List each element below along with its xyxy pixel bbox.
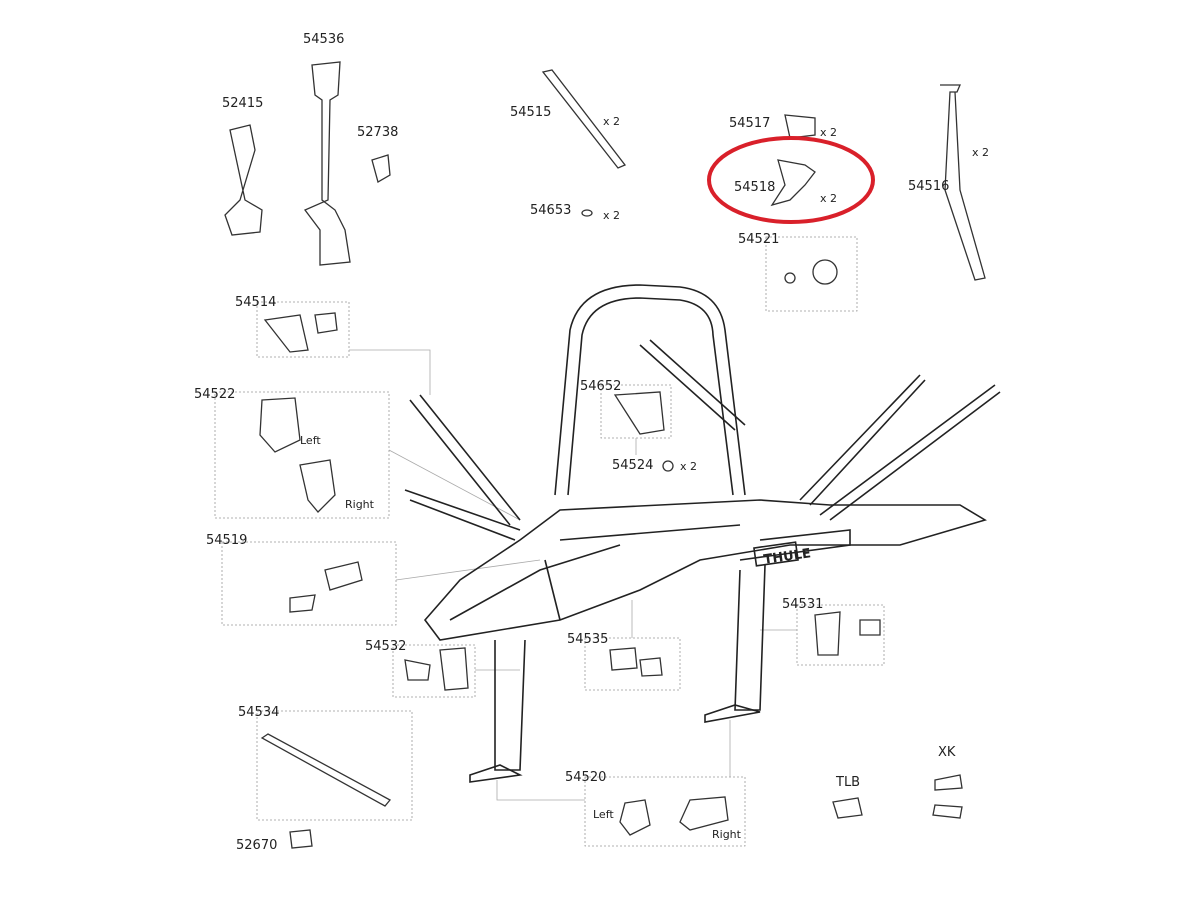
part-label[interactable]: 54519 bbox=[206, 533, 248, 548]
part-qty: x 2 bbox=[680, 460, 698, 473]
part-label[interactable]: 54652 bbox=[580, 379, 622, 394]
part-qty: x 2 bbox=[820, 126, 838, 139]
group-boxes bbox=[214, 236, 885, 847]
part-label[interactable]: 54536 bbox=[303, 32, 345, 47]
part-label[interactable]: 54532 bbox=[365, 639, 407, 654]
side-label-right: Right bbox=[345, 498, 374, 511]
part-label[interactable]: 52670 bbox=[236, 838, 278, 853]
side-label-right: Right bbox=[712, 828, 741, 841]
part-label[interactable]: 54531 bbox=[782, 597, 824, 612]
part-qty: x 2 bbox=[603, 115, 621, 128]
part-label[interactable]: XK bbox=[938, 745, 956, 760]
part-label[interactable]: 54535 bbox=[567, 632, 609, 647]
part-label[interactable]: 54515 bbox=[510, 105, 552, 120]
part-label[interactable]: 54514 bbox=[235, 295, 277, 310]
part-label[interactable]: 54534 bbox=[238, 705, 280, 720]
part-label[interactable]: 54516 bbox=[908, 179, 950, 194]
part-sketches bbox=[224, 61, 986, 849]
part-qty: x 2 bbox=[972, 146, 990, 159]
part-qty: x 2 bbox=[603, 209, 621, 222]
leader-lines bbox=[349, 349, 797, 801]
part-qty: x 2 bbox=[820, 192, 838, 205]
part-label[interactable]: 54522 bbox=[194, 387, 236, 402]
part-label[interactable]: 52415 bbox=[222, 96, 264, 111]
bike-rack-frame bbox=[404, 284, 1001, 783]
side-label-left: Left bbox=[593, 808, 614, 821]
part-label-highlighted[interactable]: 54518 bbox=[734, 180, 776, 195]
part-label[interactable]: 54521 bbox=[738, 232, 780, 247]
highlight-ellipse bbox=[707, 136, 875, 224]
part-label[interactable]: 54524 bbox=[612, 458, 654, 473]
part-label[interactable]: 54653 bbox=[530, 203, 572, 218]
brand-logo: THULE bbox=[763, 546, 812, 567]
part-label[interactable]: 52738 bbox=[357, 125, 399, 140]
part-label[interactable]: 54520 bbox=[565, 770, 607, 785]
part-label[interactable]: TLB bbox=[836, 775, 861, 790]
side-label-left: Left bbox=[300, 434, 321, 447]
part-label[interactable]: 54517 bbox=[729, 116, 771, 131]
